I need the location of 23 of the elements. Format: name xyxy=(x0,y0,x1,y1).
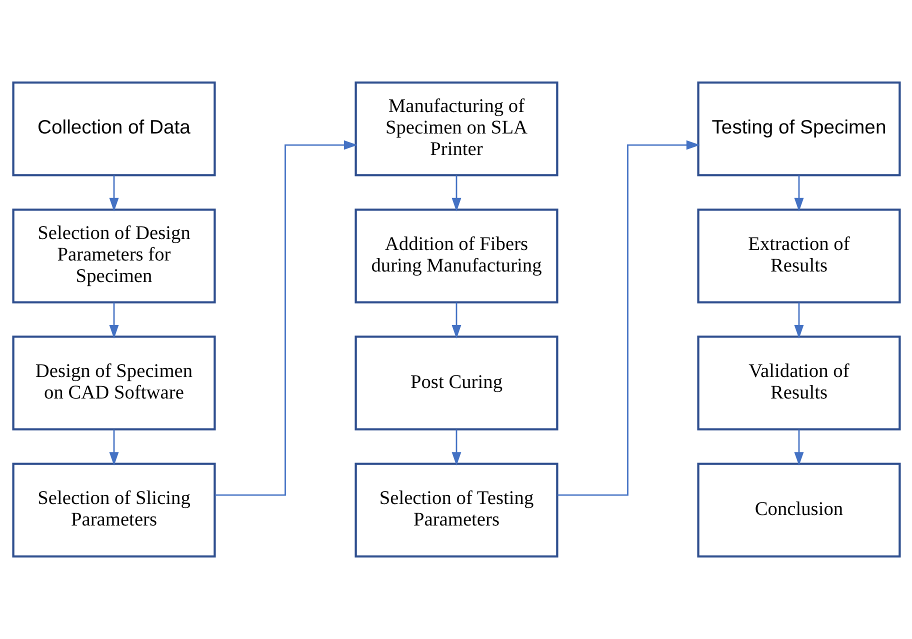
node-box: Conclusion xyxy=(696,462,900,558)
arrow xyxy=(451,302,461,339)
arrow xyxy=(794,430,804,466)
node-box: Extraction of Results xyxy=(696,208,900,304)
arrow xyxy=(214,140,358,496)
node-box: Selection of Design Parameters for Specimen xyxy=(12,208,216,304)
arrow xyxy=(108,175,118,212)
node-box: Selection of Testing Parameters xyxy=(354,462,558,558)
arrow xyxy=(451,430,461,466)
node-box: Testing of Specimen xyxy=(696,81,900,176)
arrow xyxy=(108,302,118,339)
node-box: Validation of Results xyxy=(696,336,900,430)
arrow xyxy=(557,140,700,496)
node-box: Selection of Slicing Parameters xyxy=(12,462,216,558)
node-box: Design of Specimen on CAD Software xyxy=(12,336,216,430)
node-box: Manufacturing of Specimen on SLA Printer xyxy=(354,81,558,176)
arrow xyxy=(108,430,118,466)
arrow xyxy=(794,175,804,212)
arrow xyxy=(794,302,804,339)
node-box: Addition of Fibers during Manufacturing xyxy=(354,208,558,304)
node-box: Post Curing xyxy=(354,336,558,430)
arrow xyxy=(451,175,461,212)
node-box: Collection of Data xyxy=(12,81,216,176)
